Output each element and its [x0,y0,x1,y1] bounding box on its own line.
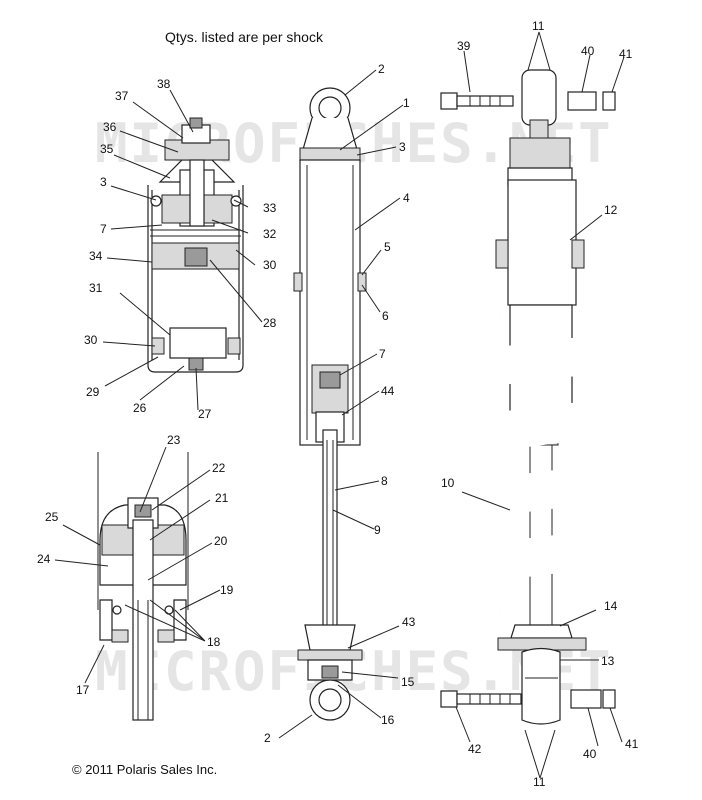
callout-32: 32 [263,227,277,241]
shock-body-center [293,87,367,721]
piston-detail [97,452,189,721]
callout-41-bottom: 41 [625,737,639,751]
callout-2-bottom: 2 [264,731,271,745]
callout-15: 15 [401,675,415,689]
callout-40-top: 40 [581,44,595,58]
callout-31: 31 [89,281,103,295]
callout-35: 35 [100,142,114,156]
callout-22: 22 [212,461,226,475]
callout-1: 1 [403,96,410,110]
callout-16: 16 [381,713,395,727]
callout-10: 10 [441,476,455,490]
callout-14: 14 [604,599,618,613]
callout-28: 28 [263,316,277,330]
spring-coils [474,314,608,614]
callout-2-top: 2 [378,62,385,76]
callout-8: 8 [381,474,388,488]
hardware-bottom [440,689,616,709]
callout-7-center: 7 [379,347,386,361]
callout-11-bottom: 11 [533,775,546,789]
callout-26: 26 [133,401,147,415]
callout-29: 29 [86,385,100,399]
callout-24: 24 [37,552,51,566]
callout-18: 18 [207,635,221,649]
callout-5: 5 [384,240,391,254]
callout-39: 39 [457,39,471,53]
callout-25: 25 [45,510,59,524]
callout-27: 27 [198,407,212,421]
callout-42: 42 [468,742,482,756]
copyright-notice: © 2011 Polaris Sales Inc. [72,762,217,777]
leader-lines [54,31,625,779]
callout-11-top: 11 [532,19,545,33]
callout-17: 17 [76,683,90,697]
callout-12: 12 [604,203,618,217]
hardware-top [440,91,616,111]
callout-13: 13 [601,654,615,668]
callout-19: 19 [220,583,234,597]
callout-40-bottom: 40 [583,747,597,761]
callout-37: 37 [115,89,129,103]
callout-7-left: 7 [100,222,107,236]
callout-3-center: 3 [399,140,406,154]
callout-21: 21 [215,491,229,505]
reservoir-cutaway [147,117,244,373]
callout-labels: 38 37 36 35 3 7 33 32 34 30 31 28 30 29 … [37,19,639,789]
callout-30-right: 30 [263,258,277,272]
callout-9: 9 [374,523,381,537]
callout-23: 23 [167,433,181,447]
callout-3-left: 3 [100,175,107,189]
callout-38: 38 [157,77,171,91]
diagram-title: Qtys. listed are per shock [165,29,324,45]
callout-41-top: 41 [619,47,633,61]
callout-30-left: 30 [84,333,98,347]
callout-36: 36 [103,120,117,134]
callout-4: 4 [403,191,410,205]
callout-20: 20 [214,534,228,548]
callout-34: 34 [89,249,103,263]
callout-43: 43 [402,615,416,629]
callout-33: 33 [263,201,277,215]
callout-6: 6 [382,309,389,323]
callout-44: 44 [381,384,395,398]
coilover-right [474,69,608,725]
